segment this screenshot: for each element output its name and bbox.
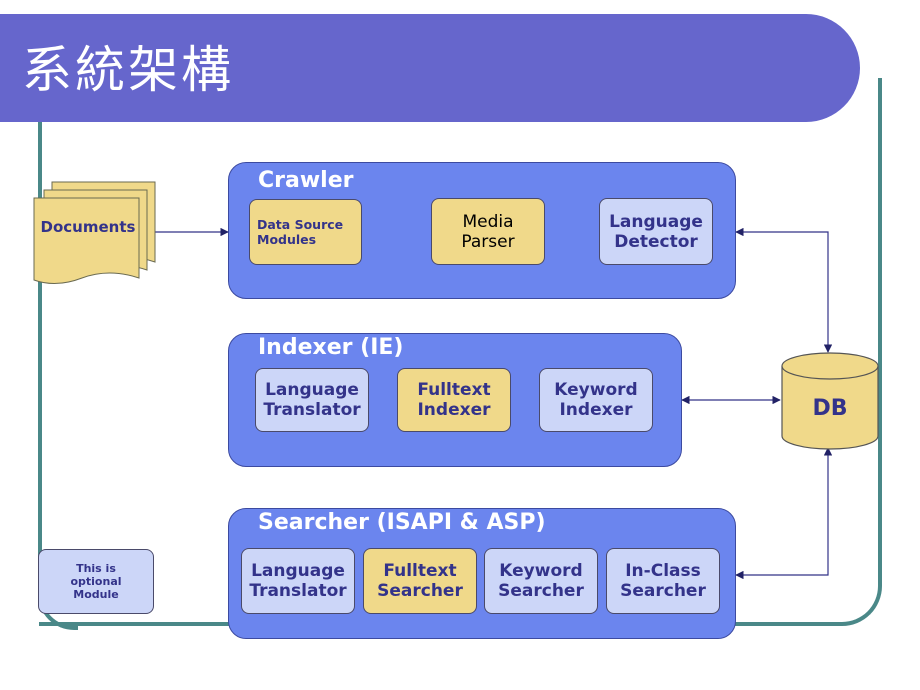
fulltext-searcher: Fulltext Searcher — [363, 548, 477, 614]
slide-frame-left — [38, 122, 42, 594]
crawler-title: Crawler — [258, 168, 354, 193]
searcher-title: Searcher (ISAPI & ASP) — [258, 510, 546, 535]
keyword-indexer: Keyword Indexer — [539, 368, 653, 432]
documents-stack-icon — [33, 181, 156, 284]
db-cylinder-icon — [781, 352, 879, 450]
optional-module-legend: This is optional Module — [38, 549, 154, 614]
inclass-searcher: In-Class Searcher — [606, 548, 720, 614]
fulltext-indexer: Fulltext Indexer — [397, 368, 511, 432]
searcher-db-connector — [735, 447, 833, 580]
indexer-title: Indexer (IE) — [258, 335, 404, 360]
language-detector: Language Detector — [599, 198, 713, 265]
title-bar — [0, 14, 860, 122]
indexer-language-translator: Language Translator — [255, 368, 369, 432]
db-label: DB — [812, 396, 848, 421]
data-source-modules: Data Source Modules — [249, 199, 362, 265]
documents-label: Documents — [40, 218, 136, 236]
searcher-language-translator: Language Translator — [241, 548, 355, 614]
keyword-searcher: Keyword Searcher — [484, 548, 598, 614]
title-underline — [0, 122, 812, 127]
media-parser: Media Parser — [431, 198, 545, 265]
crawler-db-connector — [735, 227, 833, 353]
